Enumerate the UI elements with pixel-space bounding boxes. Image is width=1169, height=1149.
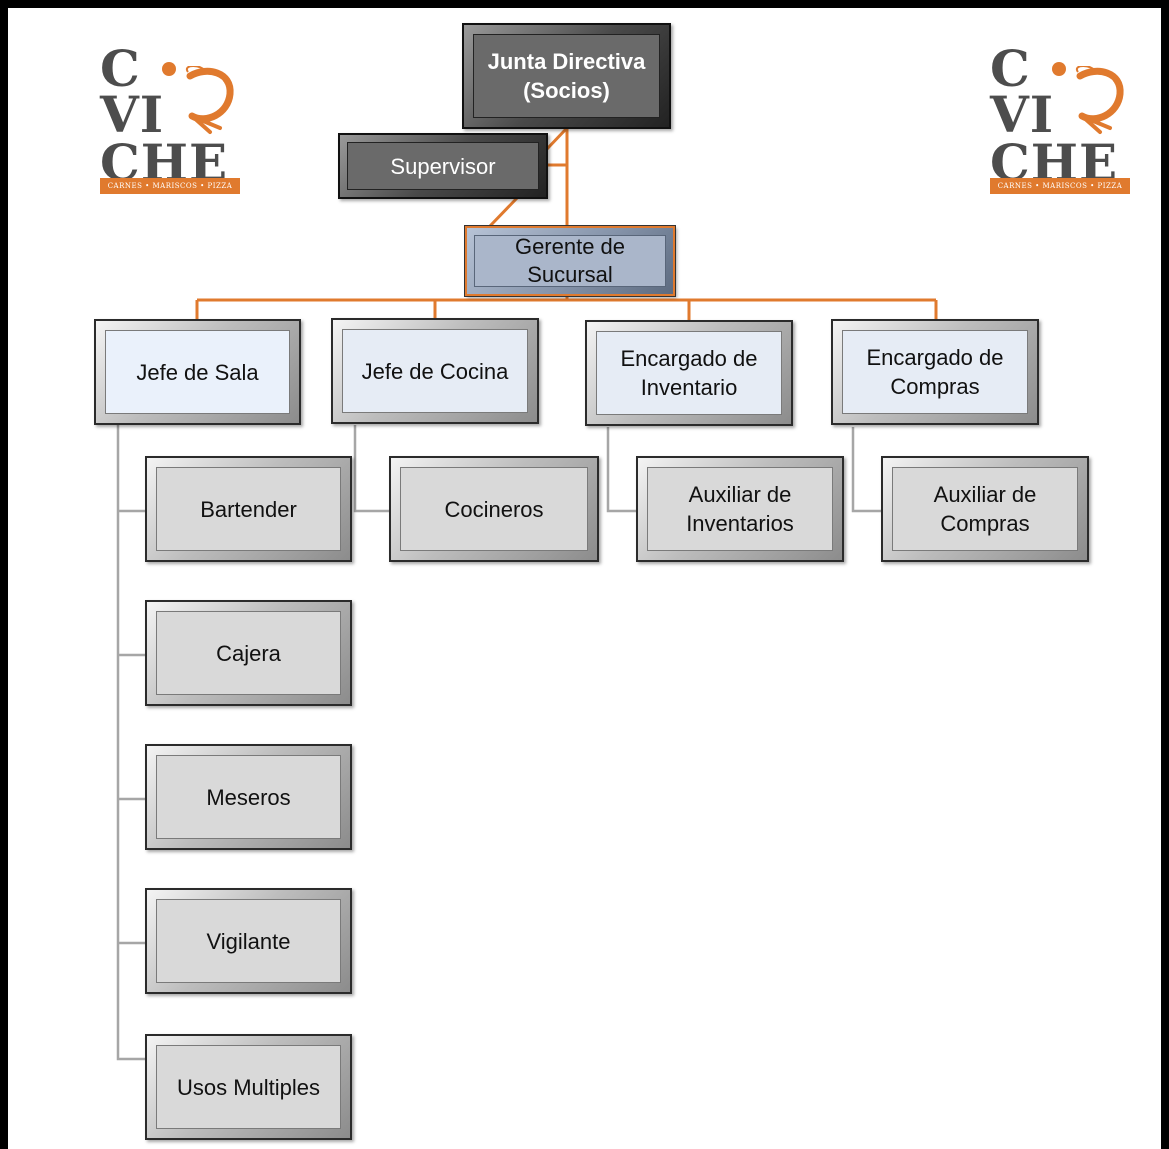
node-staff-vigilante: Vigilante <box>145 888 352 994</box>
logo-tagline: CARNES • MARISCOS • PIZZA <box>107 182 233 190</box>
node-staff-auxiliar-compras: Auxiliar de Compras <box>881 456 1089 562</box>
cocina-connector-line <box>353 425 392 513</box>
node-head-sala: Jefe de Sala <box>94 319 301 425</box>
node-staff-label: Bartender <box>156 467 341 551</box>
shrimp-icon <box>1075 66 1124 134</box>
node-staff-label: Auxiliar de Compras <box>892 467 1078 551</box>
node-head-inventario: Encargado de Inventario <box>585 320 793 426</box>
node-supervisor: Supervisor <box>338 133 548 199</box>
node-head-cocina-label: Jefe de Cocina <box>342 329 528 413</box>
node-supervisor-label: Supervisor <box>347 142 539 190</box>
logo-line-2: VI <box>990 85 1055 144</box>
logo-line-1: C <box>990 39 1031 98</box>
node-head-compras-label: Encargado de Compras <box>842 330 1028 414</box>
node-staff-label: Vigilante <box>156 899 341 983</box>
inventario-connector-line <box>606 427 639 513</box>
node-head-cocina: Jefe de Cocina <box>331 318 539 424</box>
supervisor-to-manager-line <box>488 195 520 228</box>
shrimp-icon <box>185 66 234 134</box>
node-board: Junta Directiva (Socios) <box>462 23 671 129</box>
sala-spine-line <box>116 425 148 1061</box>
node-manager-label: Gerente de Sucursal <box>474 234 666 287</box>
ceviche-logo-right: C VI CHE CARNES • MARISCOS • PIZZA <box>990 44 1135 194</box>
node-staff-label: Cocineros <box>400 467 588 551</box>
logo-tagline-band: CARNES • MARISCOS • PIZZA <box>990 178 1130 194</box>
node-staff-label: Usos Multiples <box>156 1045 341 1129</box>
node-staff-label: Cajera <box>156 611 341 695</box>
node-staff-label: Auxiliar de Inventarios <box>647 467 833 551</box>
logo-line-1: C <box>100 39 141 98</box>
logo-dot <box>162 62 176 76</box>
node-manager: Gerente de Sucursal <box>464 225 676 297</box>
node-staff-label: Meseros <box>156 755 341 839</box>
logo-dot <box>1052 62 1066 76</box>
node-staff-cajera: Cajera <box>145 600 352 706</box>
logo-tagline: CARNES • MARISCOS • PIZZA <box>997 182 1123 190</box>
node-board-label: Junta Directiva (Socios) <box>473 34 660 118</box>
node-staff-bartender: Bartender <box>145 456 352 562</box>
board-to-supervisor-line <box>544 126 569 152</box>
node-staff-usos-multiples: Usos Multiples <box>145 1034 352 1140</box>
node-staff-auxiliar-inventarios: Auxiliar de Inventarios <box>636 456 844 562</box>
logo-line-2: VI <box>100 85 165 144</box>
node-staff-meseros: Meseros <box>145 744 352 850</box>
node-staff-cocineros: Cocineros <box>389 456 599 562</box>
compras-connector-line <box>851 427 884 513</box>
node-head-compras: Encargado de Compras <box>831 319 1039 425</box>
ceviche-logo-left: C VI CHE CARNES • MARISCOS • PIZZA <box>100 44 245 194</box>
logo-tagline-band: CARNES • MARISCOS • PIZZA <box>100 178 240 194</box>
node-head-inventario-label: Encargado de Inventario <box>596 331 782 415</box>
node-head-sala-label: Jefe de Sala <box>105 330 290 414</box>
